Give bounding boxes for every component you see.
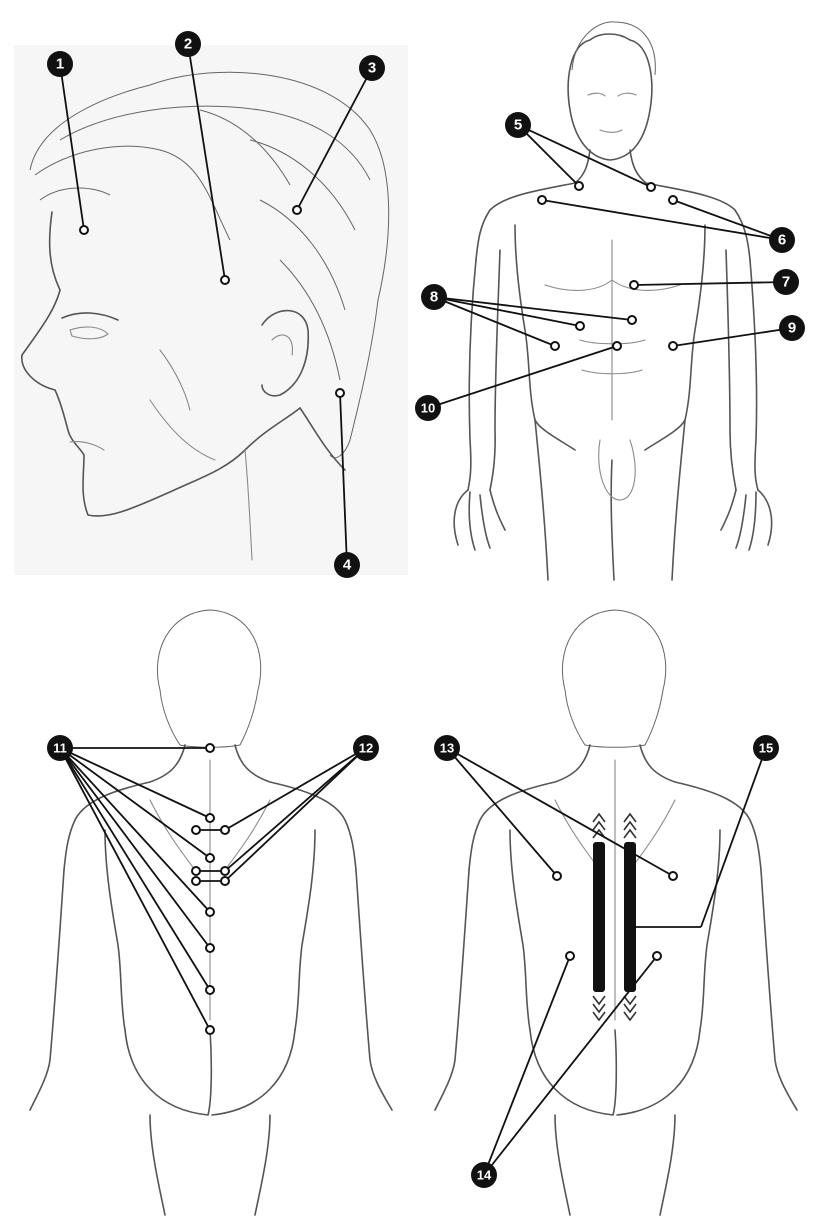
point-11i [192,867,200,875]
point-11d [206,908,214,916]
point-11f [206,986,214,994]
point-14a [566,952,574,960]
badge-1: 1 [47,51,73,77]
point-5a [575,182,583,190]
badge-15: 15 [753,735,779,761]
panel-front-body [454,22,771,580]
badge-7-label: 7 [782,274,790,291]
point-9 [669,342,677,350]
badge-2-label: 2 [184,36,192,53]
point-6b [669,196,677,204]
badge-12-label: 12 [359,741,373,756]
point-11j [192,877,200,885]
point-6a [538,196,546,204]
point-11a [206,744,214,752]
badge-14: 14 [471,1162,497,1188]
point-2 [221,276,229,284]
point-12c [221,877,229,885]
point-14b [653,952,661,960]
badge-9-label: 9 [788,320,796,337]
badge-8-label: 8 [430,289,438,306]
point-3 [293,206,301,214]
point-12b [221,867,229,875]
point-10 [613,342,621,350]
badge-4-label: 4 [343,557,352,574]
badge-12: 12 [353,735,379,761]
point-11g [206,1026,214,1034]
badge-5: 5 [505,112,531,138]
badge-13: 13 [434,735,460,761]
point-11c [206,854,214,862]
badge-1-label: 1 [56,56,64,73]
badge-8: 8 [421,284,447,310]
panel-back-body-bands [435,610,797,1215]
badge-7: 7 [773,269,799,295]
point-5b [647,183,655,191]
point-4 [336,389,344,397]
badge-15-label: 15 [759,741,773,756]
point-12a [221,826,229,834]
point-1 [80,226,88,234]
point-8c [551,342,559,350]
point-8a [576,322,584,330]
badge-10: 10 [415,395,441,421]
point-11e [206,944,214,952]
badge-9: 9 [779,315,805,341]
badge-10-label: 10 [421,401,435,416]
badge-14-label: 14 [477,1168,492,1183]
panel-head-profile [14,45,408,575]
badge-11: 11 [47,735,73,761]
point-7 [630,281,638,289]
badge-3: 3 [359,55,385,81]
badge-5-label: 5 [514,117,522,134]
point-13a [553,872,561,880]
point-13b [669,872,677,880]
badge-13-label: 13 [440,741,454,756]
point-8b [628,316,636,324]
badge-3-label: 3 [368,60,376,77]
paraspinal-band-left [593,814,605,1020]
point-11b [206,814,214,822]
point-11h [192,826,200,834]
badge-4: 4 [334,552,360,578]
badge-2: 2 [175,31,201,57]
badge-6: 6 [769,227,795,253]
badge-6-label: 6 [778,232,786,249]
badge-11-label: 11 [53,741,67,756]
